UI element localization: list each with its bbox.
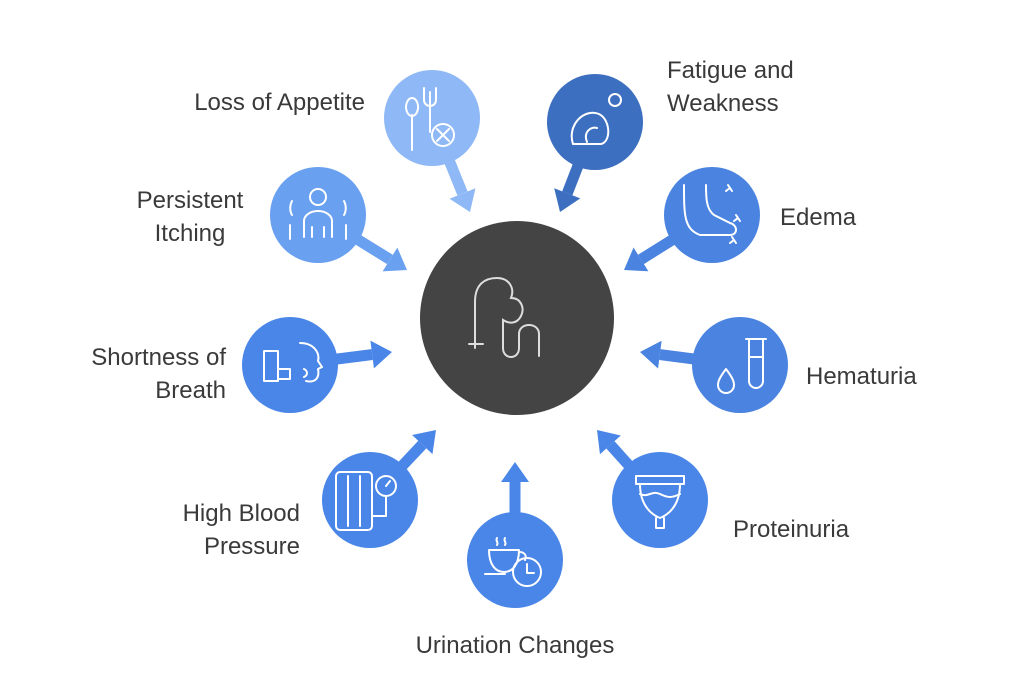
symptom-node-tired-person xyxy=(547,74,643,212)
symptom-node-itching-person xyxy=(270,167,407,272)
arrow-head-icon xyxy=(640,340,662,369)
symptom-circle xyxy=(692,317,788,413)
label-hematuria: Hematuria xyxy=(806,363,917,390)
symptom-circle xyxy=(322,452,418,548)
utensils-cancel-icon xyxy=(405,87,455,151)
arrow-head-icon xyxy=(501,462,529,482)
symptom-circle xyxy=(242,317,338,413)
kidney-patient-icon xyxy=(468,276,540,358)
symptom-node-blood-pressure-cuff xyxy=(322,430,436,548)
symptom-node-cup xyxy=(597,430,708,548)
symptom-circle xyxy=(384,70,480,166)
arrow-head-icon xyxy=(449,188,476,212)
label-urination-changes: Urination Changes xyxy=(415,632,615,659)
symptom-circle xyxy=(612,452,708,548)
symptom-node-blood-test-tube xyxy=(640,317,788,413)
arrow-head-icon xyxy=(624,247,649,272)
symptom-circle xyxy=(270,167,366,263)
symptom-node-cup-clock xyxy=(467,462,563,608)
label-loss-of-appetite: Loss of Appetite xyxy=(194,89,365,116)
arrow-head-icon xyxy=(370,340,392,369)
inhaler-icon xyxy=(263,342,323,383)
itching-person-icon xyxy=(289,188,347,240)
center-circle xyxy=(420,221,614,415)
tired-person-icon xyxy=(570,93,622,145)
cup-clock-icon xyxy=(484,537,542,587)
arrow-head-icon xyxy=(382,247,407,272)
arrow-head-icon xyxy=(597,430,621,455)
label-proteinuria: Proteinuria xyxy=(733,516,850,543)
symptom-circle xyxy=(547,74,643,170)
arrow-head-icon xyxy=(554,188,581,212)
blood-test-tube-icon xyxy=(717,338,767,394)
symptom-circle xyxy=(467,512,563,608)
symptom-circle xyxy=(664,167,760,263)
symptom-node-swollen-foot xyxy=(624,167,760,272)
label-edema: Edema xyxy=(780,204,857,231)
arrow-head-icon xyxy=(412,430,436,455)
swollen-foot-icon xyxy=(683,184,741,244)
symptom-node-utensils-cancel xyxy=(384,70,480,212)
blood-pressure-cuff-icon xyxy=(335,471,397,531)
center-node xyxy=(420,221,614,415)
symptom-node-inhaler xyxy=(242,317,392,413)
cup-icon xyxy=(635,475,685,529)
